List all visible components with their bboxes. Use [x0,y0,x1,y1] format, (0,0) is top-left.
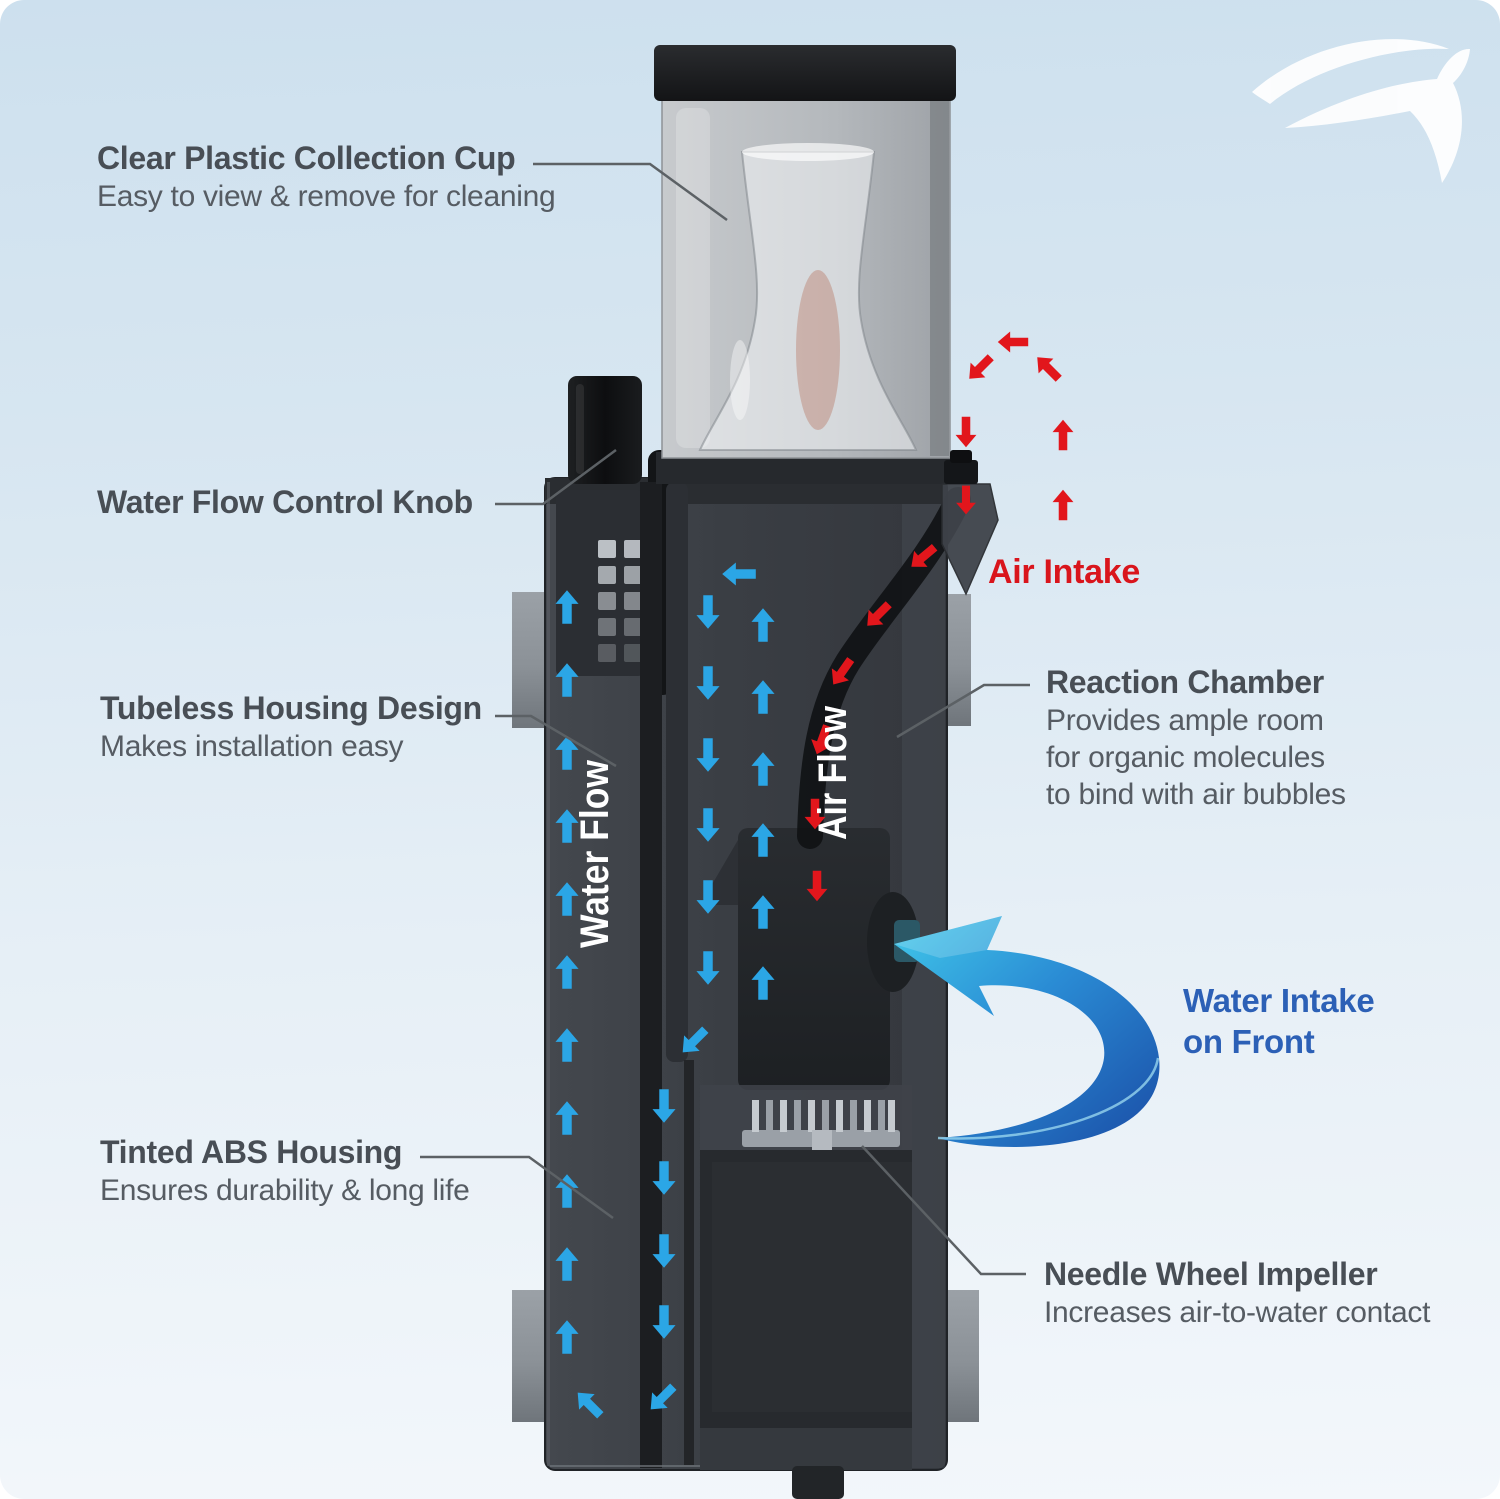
reaction-title: Reaction Chamber [1046,664,1324,700]
water-intake-line-2: on Front [1183,1023,1315,1060]
label-tubeless-housing: Tubeless Housing Design Makes installati… [100,688,482,765]
needle-wheel-subtitle: Increases air-to-water contact [1044,1296,1431,1329]
reaction-line-3: to bind with air bubbles [1046,778,1346,811]
label-water-intake: Water Intake on Front [1183,980,1375,1062]
tubeless-title: Tubeless Housing Design [100,690,482,726]
label-tinted-housing: Tinted ABS Housing Ensures durability & … [100,1132,470,1209]
water-intake-swoosh-arrow [894,916,1160,1147]
air-intake-title: Air Intake [988,553,1140,591]
cup-funnel [698,143,918,451]
tinted-abs-body [544,450,971,1499]
internal-dividers [640,450,694,1468]
needle-wheel-title: Needle Wheel Impeller [1044,1256,1378,1292]
water-intake-line-1: Water Intake [1183,982,1375,1019]
air-intake-port [941,450,999,596]
tubeless-subtitle: Makes installation easy [100,730,404,763]
label-collection-cup: Clear Plastic Collection Cup Easy to vie… [97,138,556,215]
bottom-outlet [792,1466,844,1499]
label-needle-wheel: Needle Wheel Impeller Increases air-to-w… [1044,1254,1430,1331]
collection-cup-title: Clear Plastic Collection Cup [97,140,516,176]
cup-lid [654,45,956,101]
label-flow-knob: Water Flow Control Knob [97,482,473,522]
collection-cup-subtitle: Easy to view & remove for cleaning [97,180,556,213]
water-flow-knob [568,376,642,484]
reaction-line-2: for organic molecules [1046,741,1325,774]
tinted-subtitle: Ensures durability & long life [100,1174,470,1207]
lower-housing [550,1150,912,1470]
reaction-line-1: Provides ample room [1046,704,1324,737]
tinted-title: Tinted ABS Housing [100,1134,403,1170]
needle-wheel-impeller [700,1085,912,1168]
label-air-intake: Air Intake [988,552,1140,592]
brand-logo-icon [1252,39,1470,183]
mounting-tabs [512,592,979,1422]
label-reaction-chamber: Reaction Chamber Provides ample room for… [1046,662,1346,813]
leader-lines [420,162,1030,1276]
water-flow-text: Water Flow [573,759,617,948]
collection-cup [654,45,956,484]
vent-slots [598,540,642,662]
air-flow-text: Air Flow [811,705,855,840]
flow-knob-title: Water Flow Control Knob [97,484,473,520]
